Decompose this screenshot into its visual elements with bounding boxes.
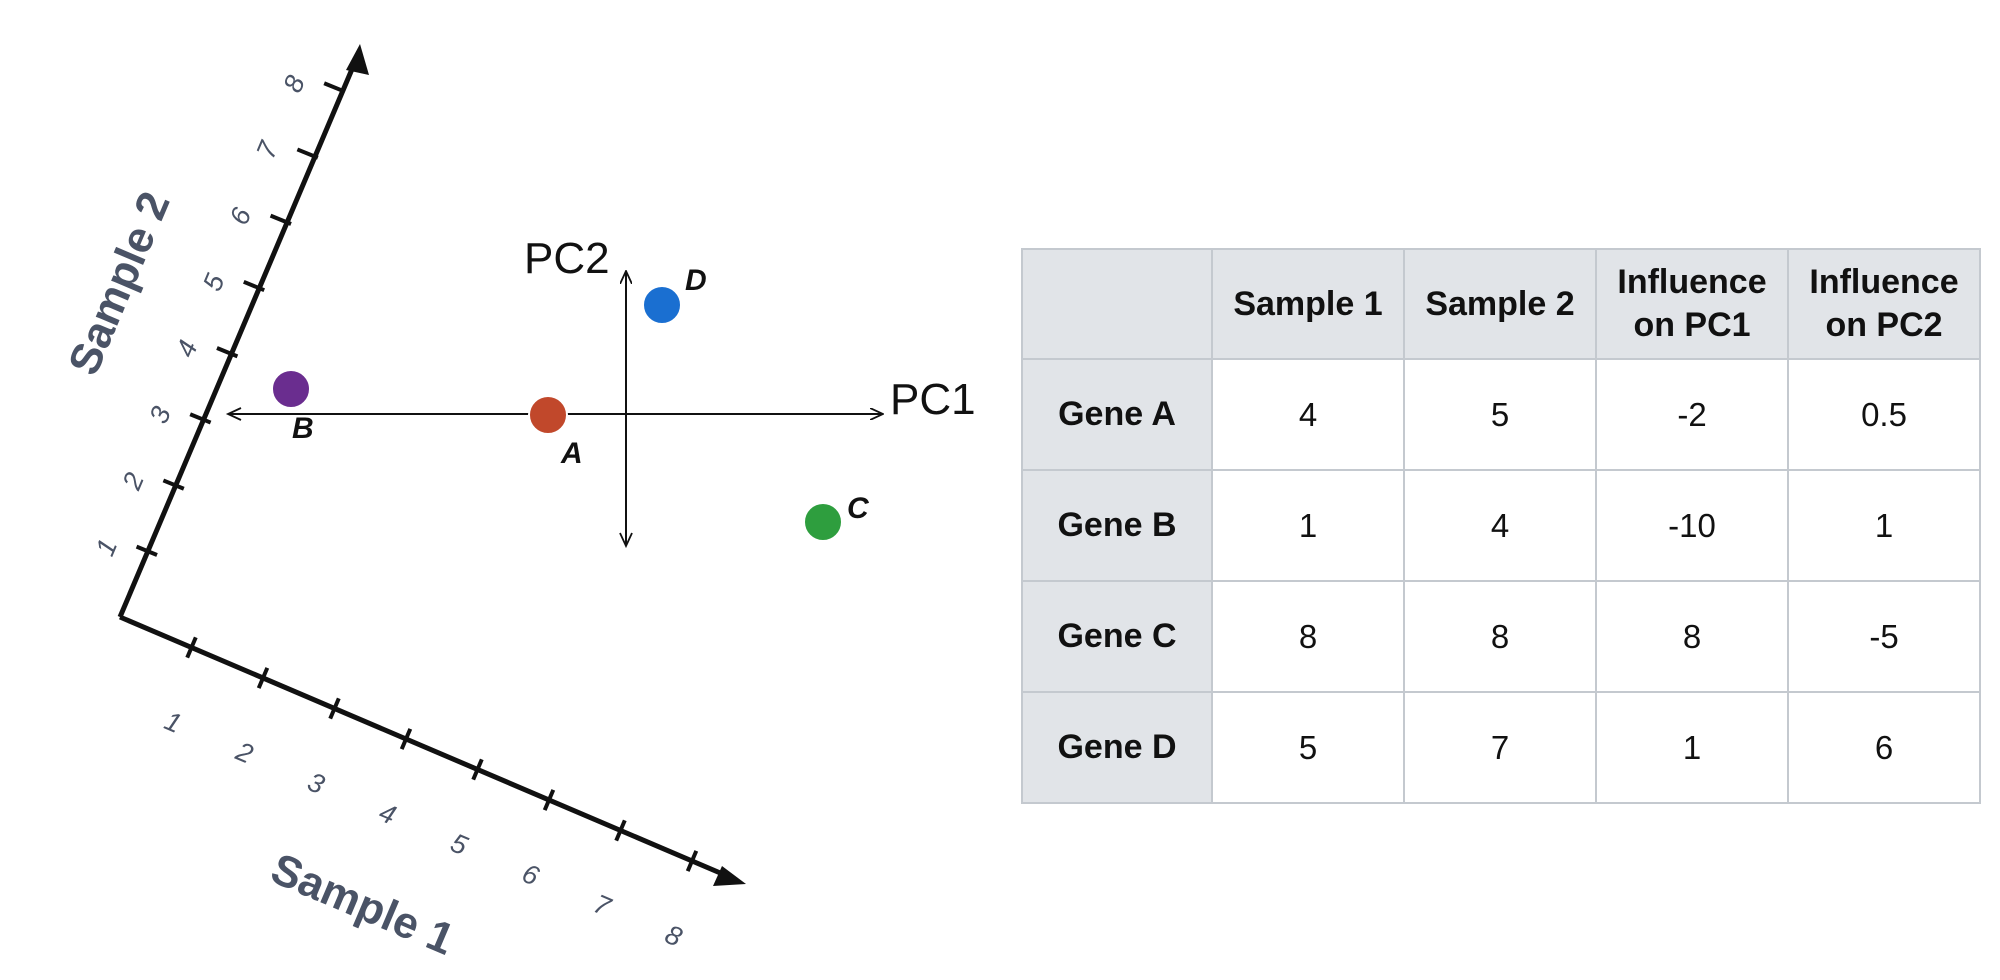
sample-2-axis [117,54,361,618]
sample-1-tick-label: 1 [160,705,186,738]
sample-1-tick-mark [614,819,627,842]
sample-1-tick-mark [256,667,270,689]
sample-1-tick-mark [471,758,484,781]
sample-2-tick-mark [162,478,185,491]
table-cell: 4 [1403,469,1597,582]
sample-1-axis-label: Sample 1 [264,844,461,965]
sample-1-tick-mark [685,850,699,872]
table-row: Gene B 1 4 -10 1 [1021,469,1981,582]
header-sample-1: Sample 1 [1211,248,1405,360]
sample-2-tick-mark [135,544,158,557]
sample-1-tick-label: 8 [661,919,687,952]
point-a [528,395,568,435]
sample-1-axis [119,614,733,881]
header-line: Influence [1809,263,1959,301]
sample-2-tick-mark [269,213,292,226]
table-cell: -2 [1595,358,1789,471]
sample-2-axis-arrowhead [346,44,369,75]
sample-2-tick-mark [216,346,239,359]
pc2-down-arrowhead [619,532,633,549]
pc1-left-arrowhead [225,407,242,421]
sample-1-tick-label: 6 [518,858,544,892]
table-cell: 1 [1211,469,1405,582]
table-cell: 7 [1403,691,1597,804]
header-line: on PC1 [1633,306,1751,344]
header-line: on PC2 [1825,306,1943,344]
table-corner-cell [1021,248,1213,360]
table-cell: 5 [1403,358,1597,471]
table-cell: 8 [1403,580,1597,693]
row-header-gene-d: Gene D [1021,691,1213,804]
table-cell: 6 [1787,691,1981,804]
table-cell: 8 [1211,580,1405,693]
sample-1-tick-mark [542,789,556,811]
sample-2-tick-label: 6 [224,203,258,229]
sample-axes [117,44,746,886]
sample-2-tick-label: 7 [251,136,285,162]
sample-1-tick-mark [328,697,341,720]
gene-influence-table: Sample 1 Sample 2 Influence on PC1 Influe… [1021,248,1981,804]
table-cell: 4 [1211,358,1405,471]
sample-1-tick-label: 4 [375,797,401,830]
table-cell: -5 [1787,580,1981,693]
header-sample-2: Sample 2 [1403,248,1597,360]
sample-2-tick-mark [296,147,319,160]
row-header-gene-a: Gene A [1021,358,1213,471]
sample-1-tick-label: 5 [446,827,472,861]
table-row: Gene A 4 5 -2 0.5 [1021,358,1981,471]
point-a-label: A [560,437,583,470]
point-c [803,502,843,542]
table-header-row: Sample 1 Sample 2 Influence on PC1 Influe… [1021,248,1981,360]
table-cell: 5 [1211,691,1405,804]
row-header-gene-b: Gene B [1021,469,1213,582]
sample-1-tick-mark [399,728,413,750]
point-d [642,285,682,325]
header-influence-pc2: Influence on PC2 [1787,248,1981,360]
pc1-label: PC1 [890,375,976,424]
sample-2-tick-label: 4 [170,336,203,362]
sample-2-tick-mark [243,279,265,293]
table-row: Gene C 8 8 8 -5 [1021,580,1981,693]
sample-2-tick-mark [189,412,212,425]
sample-2-tick-mark [323,81,346,94]
sample-1-tick-label: 2 [231,736,257,770]
sample-2-axis-label: Sample 2 [59,185,180,382]
sample-2-tick-label: 8 [277,71,310,97]
table-cell: 0.5 [1787,358,1981,471]
sample-2-tick-label: 1 [90,535,123,561]
table-row: Gene D 5 7 1 6 [1021,691,1981,804]
table-cell: 8 [1595,580,1789,693]
point-d-label: D [685,264,707,297]
table-cell: 1 [1787,469,1981,582]
point-b [271,369,311,409]
sample-1-tick-mark [185,636,198,659]
sample-2-tick-label: 3 [143,402,176,428]
point-c-label: C [847,492,870,525]
sample-2-tick-label: 5 [197,269,231,295]
sample-1-tick-label: 3 [303,766,329,799]
point-b-label: B [292,412,314,445]
row-header-gene-c: Gene C [1021,580,1213,693]
table-cell: 1 [1595,691,1789,804]
pc2-label: PC2 [524,234,610,283]
header-line: Influence [1617,263,1767,301]
sample-1-tick-label: 7 [589,888,615,922]
header-influence-pc1: Influence on PC1 [1595,248,1789,360]
sample-1-axis-arrowhead [713,866,746,886]
table-cell: -10 [1595,469,1789,582]
sample-2-tick-label: 2 [116,468,150,494]
